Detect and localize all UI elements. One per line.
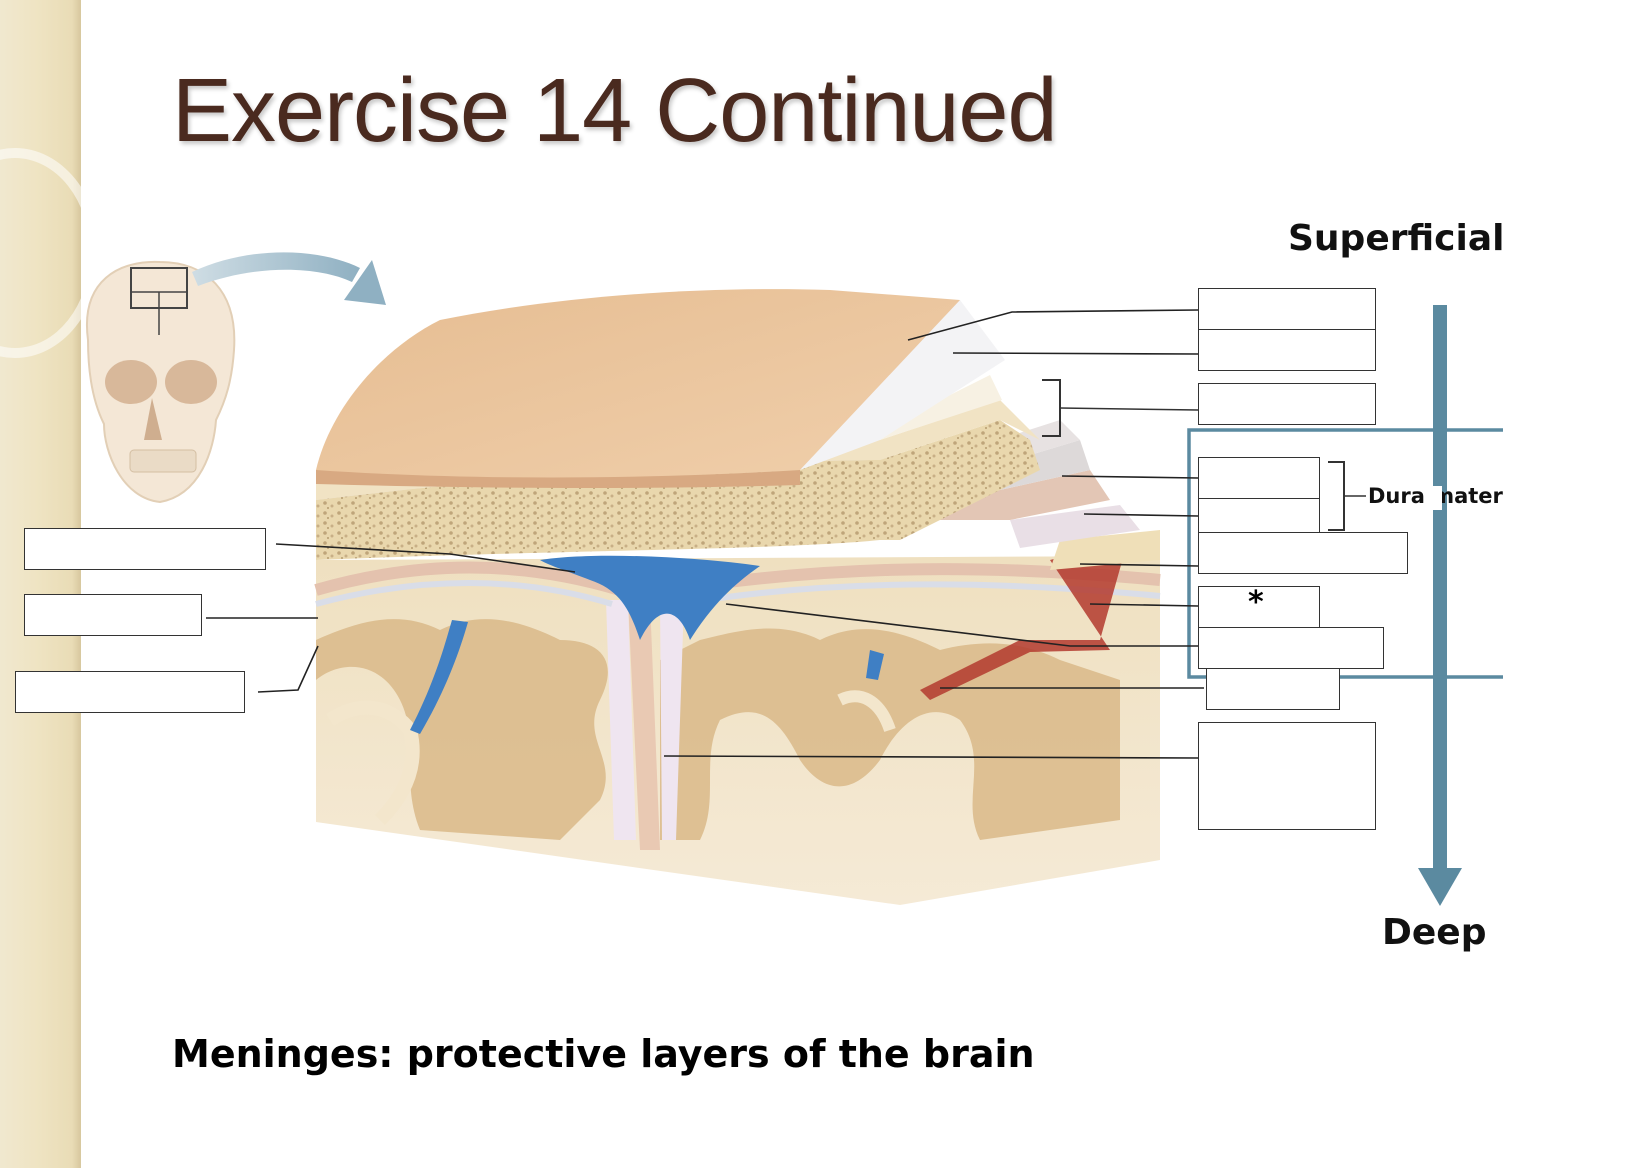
answer-box-5[interactable] [1198,498,1320,534]
left-decorative-band [0,0,100,1168]
right-edge-blank [1503,0,1640,1168]
dura-bracket [1328,461,1366,531]
depth-arrow-icon [1418,305,1462,906]
dura-label-occluder [1433,486,1442,510]
deep-label: Deep [1382,912,1487,953]
slide-caption: Meninges: protective layers of the brain [172,1032,1035,1076]
answer-box-left-3[interactable] [15,671,245,713]
answer-box-2[interactable] [1198,329,1376,371]
answer-box-8[interactable] [1198,627,1384,669]
answer-box-10[interactable] [1198,722,1376,830]
curved-arrow-icon [192,252,386,305]
slide-title: Exercise 14 Continued [172,61,1058,161]
superficial-label: Superficial [1288,218,1505,259]
brain-cross-section [314,540,1161,905]
layer-stack [316,289,1160,570]
answer-box-left-1[interactable] [24,528,266,570]
answer-box-9[interactable] [1206,668,1340,710]
answer-box-left-2[interactable] [24,594,202,636]
answer-box-4[interactable] [1198,457,1320,499]
asterisk-marker: * [1248,585,1264,620]
answer-box-1[interactable] [1198,288,1376,330]
skull-icon [85,260,236,504]
bone-bracket [1042,379,1199,437]
answer-box-3[interactable] [1198,383,1376,425]
dura-group-frame [1187,428,1503,679]
answer-box-6[interactable] [1198,532,1408,574]
leader-lines [206,309,1204,759]
